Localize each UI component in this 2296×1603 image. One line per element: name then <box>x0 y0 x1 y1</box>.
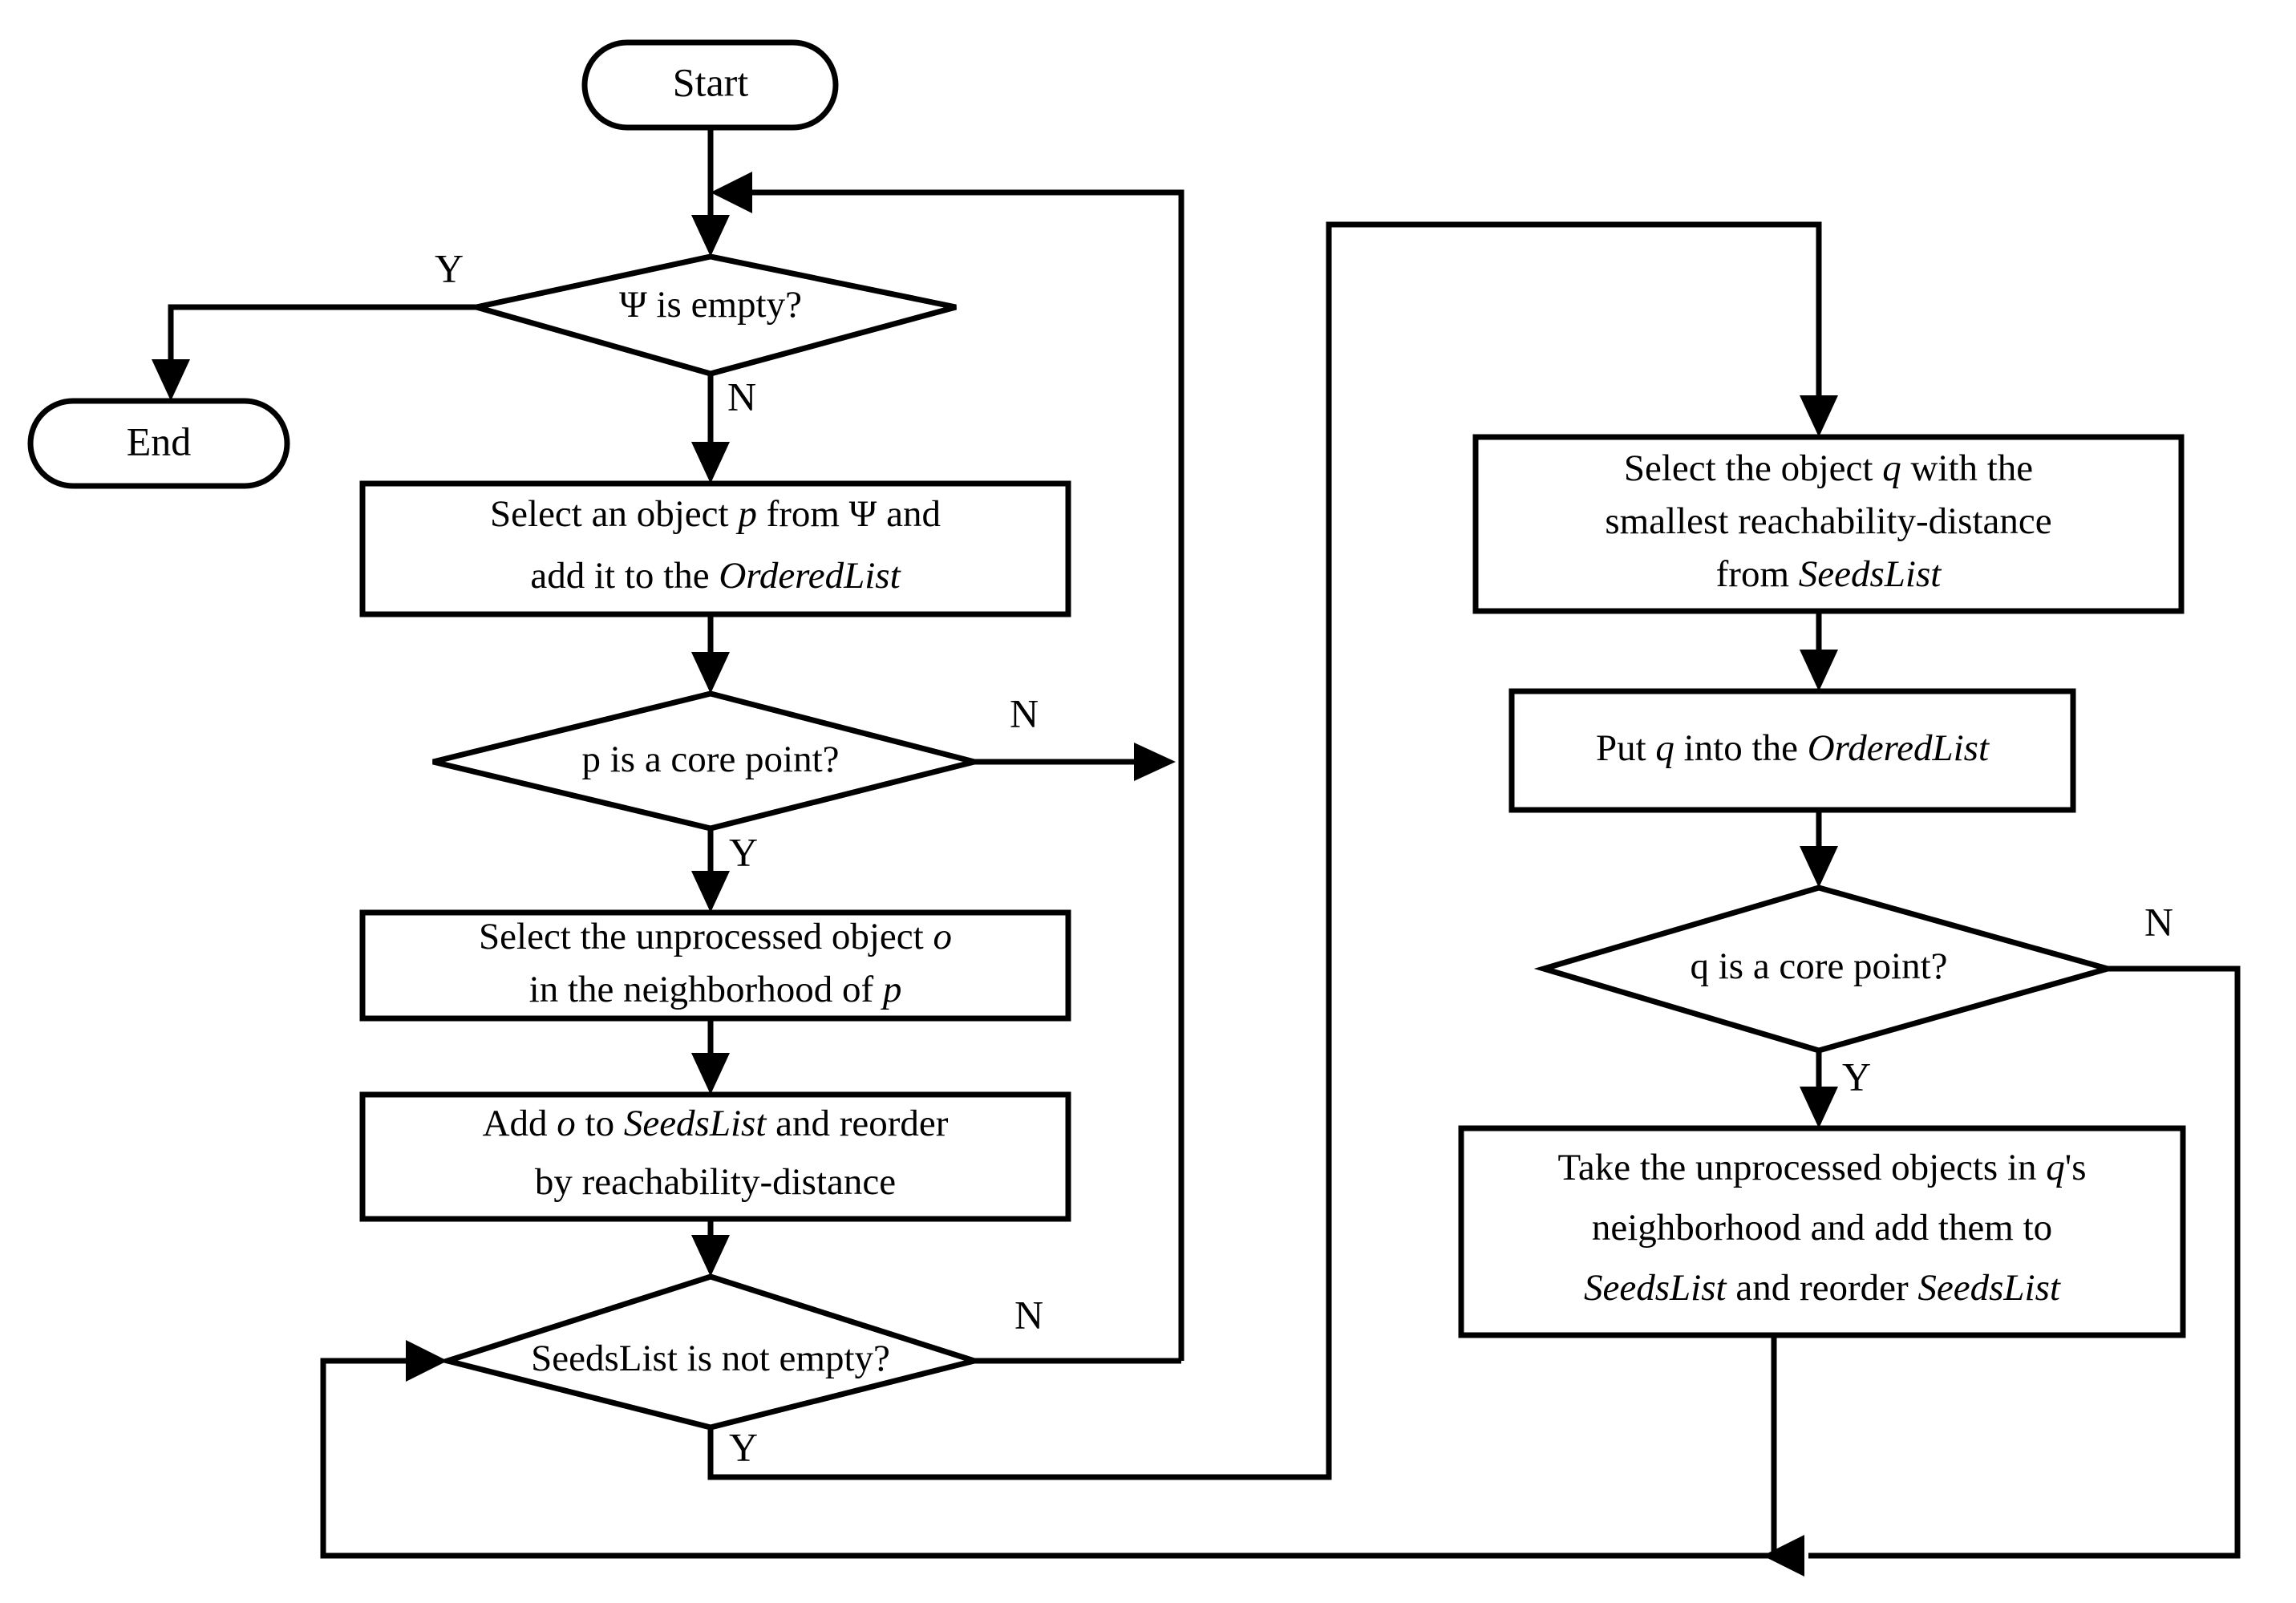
node-select-o-line1: Select the unprocessed object o <box>479 916 952 957</box>
node-start: Start <box>581 39 839 131</box>
arrowhead-feedback-to-psi <box>711 172 752 213</box>
node-select-o: Select the unprocessed object o in the n… <box>359 909 1071 1022</box>
node-psi-empty: Ψ is empty? <box>476 253 957 377</box>
arrowhead-qcore-no-junction <box>1763 1535 1804 1577</box>
node-select-p-line2: add it to the OrderedList <box>530 555 901 597</box>
arrowhead-psi-yes-to-end <box>152 359 190 401</box>
node-q-core: q is a core point? <box>1533 884 2118 1054</box>
edge-psi-yes-to-end <box>168 304 476 385</box>
arrowhead-loop-to-seedsempty <box>406 1340 447 1382</box>
node-p-core: p is a core point? <box>432 690 975 832</box>
branch-label-pcore-no: N <box>1010 690 1039 735</box>
node-start-label: Start <box>673 59 749 104</box>
arrowhead-qcore-yes-to-take <box>1800 1087 1838 1128</box>
node-add-o-line2: by reachability-distance <box>535 1161 896 1203</box>
branch-label-seeds-no: N <box>1014 1292 1043 1337</box>
arrowhead-selectp-to-pcore <box>691 652 730 694</box>
node-add-o: Add o to SeedsList and reorder by reacha… <box>359 1091 1071 1222</box>
arrowhead-pcore-no-to-riser <box>1134 743 1176 781</box>
branch-label-pcore-yes: Y <box>729 829 758 874</box>
arrowhead-seedsempty-yes-to-selectq <box>1800 395 1838 437</box>
node-seeds-empty: SeedsList is not empty? <box>437 1273 985 1431</box>
node-put-q-line1: Put q into the OrderedList <box>1596 727 1990 769</box>
node-select-q: Select the object q with the smallest re… <box>1472 434 2185 614</box>
edge-seedsempty-yes-to-selectq <box>707 221 1822 1480</box>
arrowhead-psi-no-to-selectp <box>691 442 730 484</box>
node-select-p-line1: Select an object p from Ψ and <box>490 493 941 535</box>
node-select-q-line3: from SeedsList <box>1716 553 1942 595</box>
node-select-o-line2: in the neighborhood of p <box>529 969 902 1010</box>
edge-feedback-riser-to-psi <box>746 189 1184 1361</box>
node-add-o-line1: Add o to SeedsList and reorder <box>483 1103 949 1144</box>
node-take-objects: Take the unprocessed objects in q's neig… <box>1458 1125 2186 1338</box>
node-select-q-line2: smallest reachability-distance <box>1605 500 2051 542</box>
edge-loop-back-to-seedsempty <box>320 1358 1774 1559</box>
branch-label-psi-no: N <box>727 374 756 419</box>
node-take-objects-line3: SeedsList and reorder SeedsList <box>1584 1267 2061 1309</box>
node-p-core-label: p is a core point? <box>581 739 839 780</box>
node-select-q-line1: Select the object q with the <box>1624 447 2033 489</box>
branch-label-seeds-yes: Y <box>729 1424 758 1469</box>
arrowhead-start-to-psi <box>691 215 730 257</box>
arrowhead-putq-to-qcore <box>1800 846 1838 888</box>
node-take-objects-line2: neighborhood and add them to <box>1592 1207 2052 1249</box>
node-end-label: End <box>127 419 192 463</box>
arrowhead-addo-to-seedsempty <box>691 1235 730 1277</box>
edge-qcore-no-to-loop <box>1808 965 2241 1559</box>
node-select-p: Select an object p from Ψ and add it to … <box>359 480 1071 617</box>
branch-label-psi-yes: Y <box>435 245 464 290</box>
arrowhead-selectq-to-putq <box>1800 650 1838 691</box>
node-put-q: Put q into the OrderedList <box>1508 688 2076 813</box>
branch-label-qcore-no: N <box>2144 899 2173 944</box>
node-q-core-label: q is a core point? <box>1690 945 1947 987</box>
branch-label-qcore-yes: Y <box>1842 1054 1871 1099</box>
node-seeds-empty-label: SeedsList is not empty? <box>531 1338 890 1379</box>
node-take-objects-line1: Take the unprocessed objects in q's <box>1557 1147 2086 1188</box>
arrowhead-pcore-yes-to-selecto <box>691 871 730 913</box>
arrowhead-selecto-to-addo <box>691 1053 730 1095</box>
node-psi-empty-label: Ψ is empty? <box>619 284 802 326</box>
node-end: End <box>27 398 290 489</box>
